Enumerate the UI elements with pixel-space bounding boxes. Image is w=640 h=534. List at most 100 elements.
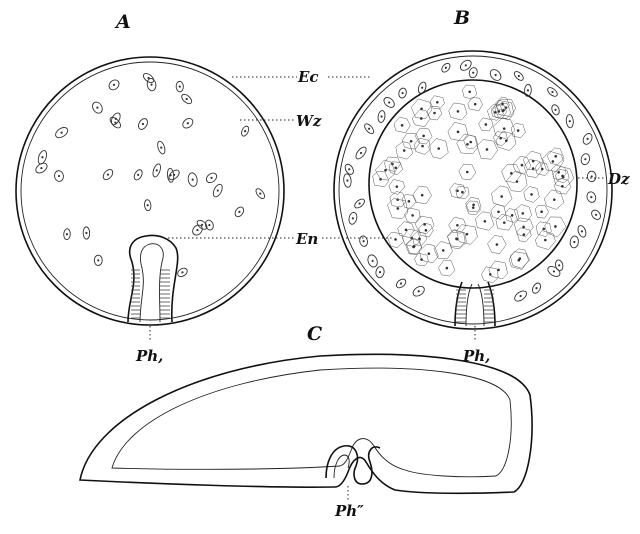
- panel-a-ectoderm-inner-line: [21, 62, 279, 320]
- yolk-cell: [535, 163, 549, 176]
- panel-b-ectoderm-inner-line: [339, 56, 607, 324]
- yolk-cell: [466, 201, 481, 215]
- wandering-cell: [488, 67, 503, 82]
- yolk-cell: [513, 156, 531, 174]
- label-en: En: [295, 230, 318, 248]
- wandering-cell: [468, 67, 478, 79]
- yolk-cell: [396, 142, 413, 160]
- wandering-cell: [586, 191, 597, 204]
- wandering-cell: [90, 100, 104, 115]
- label-ec-group: Ec: [232, 68, 372, 86]
- yolk-cell: [412, 232, 427, 247]
- yolk-cell: [415, 216, 434, 234]
- wandering-cell: [363, 122, 375, 135]
- yolk-cell: [468, 98, 483, 111]
- wandering-cell: [156, 140, 166, 154]
- yolk-cell: [402, 133, 420, 149]
- wandering-cell: [343, 163, 355, 176]
- wandering-cell: [233, 205, 245, 218]
- yolk-cell: [389, 179, 405, 194]
- wandering-cell: [142, 72, 156, 85]
- wandering-cell: [211, 183, 224, 198]
- yolk-cell: [536, 222, 551, 237]
- wandering-cell: [531, 282, 542, 295]
- wandering-cell: [546, 86, 559, 98]
- wandering-cell: [37, 149, 49, 165]
- panel-b-yolk-mass-outline: [369, 80, 577, 288]
- wandering-cell: [382, 96, 396, 110]
- yolk-cell: [511, 123, 525, 137]
- yolk-cell: [482, 267, 499, 283]
- wandering-cell: [144, 199, 152, 211]
- label-ph-b: Ph,: [462, 347, 490, 365]
- label-wz: Wz: [296, 112, 322, 130]
- wandering-cell: [377, 110, 385, 123]
- yolk-cell: [535, 231, 555, 250]
- yolk-cell: [415, 128, 432, 144]
- wandering-cell: [554, 259, 564, 271]
- wandering-cell: [63, 229, 70, 240]
- wandering-cell: [576, 224, 587, 238]
- wandering-cell: [180, 93, 193, 106]
- yolk-cell: [459, 164, 476, 180]
- panel-b-wandering-cells: [343, 58, 602, 303]
- wandering-cell: [254, 187, 266, 200]
- yolk-cell: [405, 208, 421, 223]
- yolk-cell: [419, 223, 434, 237]
- yolk-cell: [389, 162, 403, 175]
- wandering-cell: [354, 145, 368, 160]
- yolk-cell: [398, 222, 415, 238]
- wandering-cell: [34, 161, 49, 175]
- yolk-cell: [475, 212, 494, 231]
- label-dz: Dz: [607, 170, 630, 188]
- wandering-cell: [513, 70, 525, 82]
- panel-letter-b: B: [453, 7, 470, 29]
- wandering-cell: [181, 116, 195, 130]
- wandering-cell: [94, 255, 102, 265]
- yolk-cell: [449, 103, 467, 120]
- wandering-cell: [107, 78, 121, 92]
- wandering-cell: [137, 117, 150, 131]
- yolk-cell: [524, 187, 540, 203]
- label-ph-b-group: Ph,: [462, 326, 490, 365]
- yolk-cell: [430, 96, 444, 109]
- wandering-cell: [566, 114, 574, 128]
- panel-a-pharynx: [128, 236, 178, 323]
- yolk-cell: [496, 214, 513, 230]
- panel-b-pharynx-epithelium: [456, 290, 494, 322]
- wandering-cell: [458, 58, 473, 72]
- yolk-cell: [413, 186, 432, 204]
- yolk-cell: [394, 118, 410, 133]
- wandering-cell: [353, 197, 366, 209]
- wandering-cell: [176, 81, 184, 92]
- label-ph-c-group: Ph″: [334, 486, 364, 520]
- yolk-cell: [488, 235, 507, 253]
- panel-letter-a: A: [114, 11, 131, 33]
- label-ph-a-group: Ph,: [135, 326, 163, 365]
- wandering-cell: [146, 78, 157, 92]
- wandering-cell: [524, 84, 532, 96]
- yolk-cell: [543, 151, 564, 171]
- panel-a-wandering-cells: [34, 72, 266, 279]
- wandering-cell: [54, 170, 65, 182]
- yolk-cell: [535, 206, 549, 219]
- wandering-cell: [440, 62, 451, 74]
- yolk-cell: [514, 205, 531, 222]
- wandering-cell: [348, 212, 358, 226]
- yolk-cell: [438, 260, 455, 276]
- panel-b-yolk-cells: [373, 85, 574, 283]
- wandering-cell: [513, 289, 529, 303]
- wandering-cell: [359, 235, 369, 247]
- yolk-cell: [414, 138, 430, 154]
- yolk-cell: [493, 132, 508, 146]
- label-en-group: En: [168, 230, 394, 248]
- wandering-cell: [580, 153, 591, 166]
- yolk-cell: [406, 239, 422, 255]
- yolk-cell: [450, 184, 466, 199]
- wandering-cell: [590, 208, 603, 221]
- wandering-cell: [366, 254, 379, 269]
- wandering-cell: [550, 104, 560, 116]
- wandering-cell: [176, 266, 189, 278]
- label-ph-c: Ph″: [334, 502, 364, 520]
